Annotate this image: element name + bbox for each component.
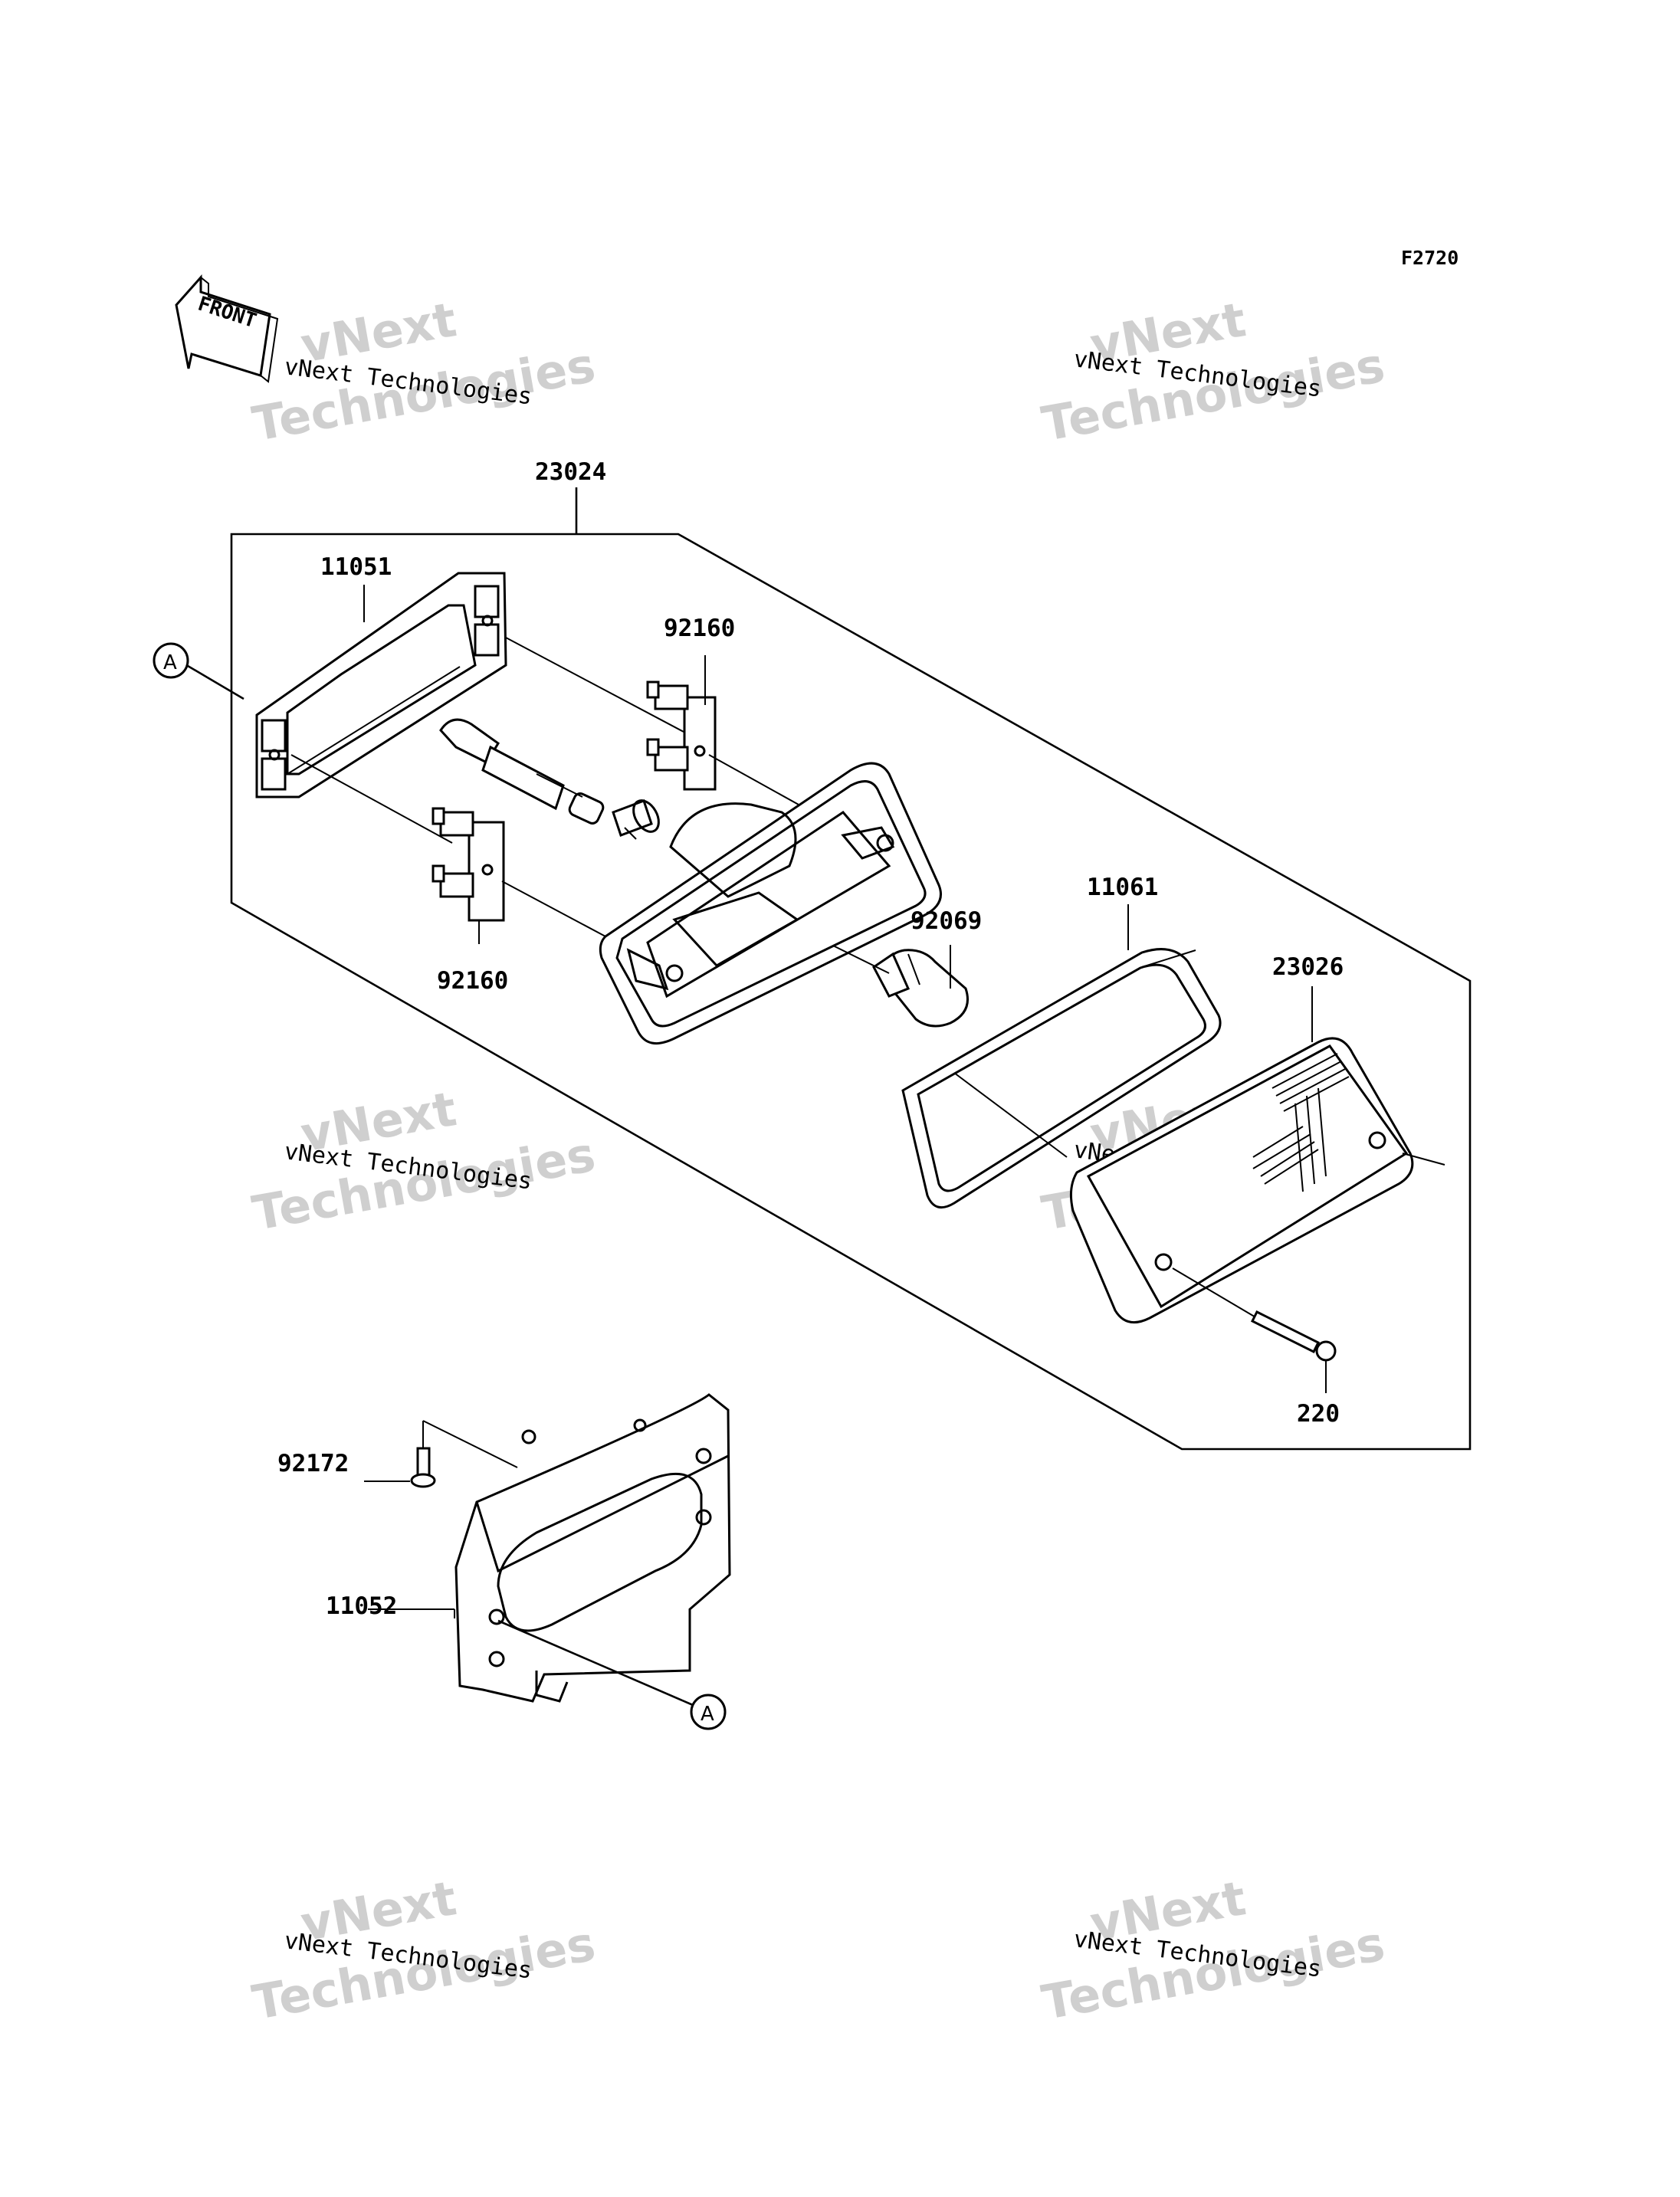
callout-92160-top: 92160 [664, 615, 735, 642]
part-11061-lens-gasket [901, 948, 1222, 1209]
reference-circle-a-bottom: A [497, 1619, 727, 1730]
callout-92160-bottom: 92160 [437, 967, 508, 995]
callout-220: 220 [1297, 1400, 1340, 1428]
assembly-outline [230, 533, 1472, 1451]
wire-socket [439, 718, 605, 825]
callout-11052: 11052 [326, 1592, 397, 1620]
callout-23024: 23024 [535, 458, 606, 486]
reference-circle-a-top: A [153, 642, 244, 700]
part-92069-bulb [872, 949, 969, 1028]
part-92160-bottom-connector [431, 807, 505, 922]
part-11052-bracket [454, 1393, 731, 1703]
callout-11051: 11051 [320, 553, 392, 581]
callout-92172: 92172 [277, 1450, 349, 1477]
svg-text:A: A [701, 1703, 714, 1726]
part-23026-lens [1069, 1037, 1445, 1324]
part-92160-top-connector [646, 680, 717, 791]
callout-92069: 92069 [911, 907, 982, 935]
svg-text:A: A [163, 651, 177, 674]
figure-code: F2720 [1401, 247, 1459, 269]
part-92172-screw [410, 1447, 436, 1488]
front-arrow-icon: FRONT [175, 274, 279, 383]
callout-23026: 23026 [1272, 953, 1344, 981]
callout-11061: 11061 [1087, 874, 1158, 901]
part-11051-gasket [255, 572, 507, 798]
lamp-housing [599, 762, 942, 1045]
part-220-screw [1172, 1267, 1337, 1362]
